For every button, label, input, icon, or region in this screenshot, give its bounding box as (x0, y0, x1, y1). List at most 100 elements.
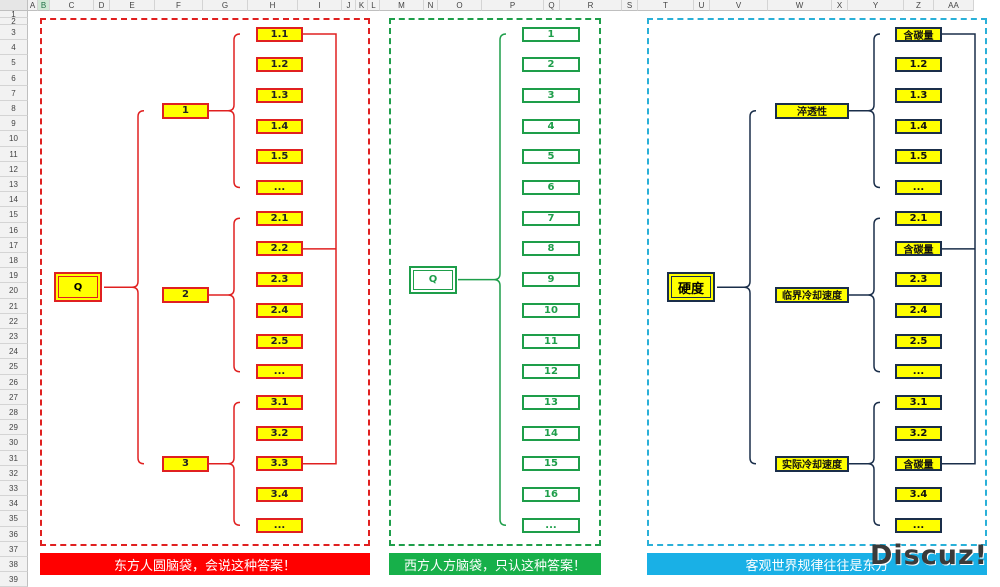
column-header-J[interactable]: J (342, 0, 356, 11)
left-group-1[interactable]: 1 (162, 102, 209, 119)
row-header-36[interactable]: 36 (0, 526, 28, 542)
right-leaf-0-4[interactable]: 1.5 (895, 149, 942, 165)
middle-leaf-0[interactable]: 1 (522, 26, 580, 42)
column-header-R[interactable]: R (560, 0, 622, 11)
row-header-18[interactable]: 18 (0, 253, 28, 269)
right-leaf-2-2[interactable]: 含碳量 (895, 456, 942, 472)
left-root-q[interactable]: Q (54, 272, 102, 303)
left-leaf-2-3[interactable]: 3.4 (256, 487, 303, 502)
right-leaf-1-5[interactable]: ... (895, 364, 942, 380)
row-header-22[interactable]: 22 (0, 313, 28, 329)
right-leaf-1-3[interactable]: 2.4 (895, 302, 942, 318)
middle-leaf-10[interactable]: 11 (522, 333, 580, 349)
row-header-37[interactable]: 37 (0, 541, 28, 557)
column-header-I[interactable]: I (298, 0, 342, 11)
row-header-4[interactable]: 4 (0, 40, 28, 56)
column-header-T[interactable]: T (638, 0, 694, 11)
row-header-8[interactable]: 8 (0, 101, 28, 117)
right-leaf-1-0[interactable]: 2.1 (895, 210, 942, 226)
column-header-V[interactable]: V (710, 0, 768, 11)
right-leaf-2-1[interactable]: 3.2 (895, 425, 942, 441)
column-header-K[interactable]: K (356, 0, 368, 11)
left-leaf-0-0[interactable]: 1.1 (256, 26, 303, 42)
right-leaf-1-1[interactable]: 含碳量 (895, 241, 942, 257)
middle-leaf-2[interactable]: 3 (522, 87, 580, 103)
left-leaf-2-2[interactable]: 3.3 (256, 456, 303, 472)
row-header-24[interactable]: 24 (0, 344, 28, 360)
left-leaf-0-2[interactable]: 1.3 (256, 87, 303, 103)
column-header-M[interactable]: M (380, 0, 424, 11)
row-header-10[interactable]: 10 (0, 131, 28, 147)
column-header-N[interactable]: N (424, 0, 438, 11)
row-header-9[interactable]: 9 (0, 116, 28, 132)
right-root-hardness[interactable]: 硬度 (667, 272, 715, 303)
row-header-27[interactable]: 27 (0, 389, 28, 405)
column-header-Y[interactable]: Y (848, 0, 904, 11)
column-header-C[interactable]: C (50, 0, 94, 11)
row-header-33[interactable]: 33 (0, 481, 28, 497)
row-header-25[interactable]: 25 (0, 359, 28, 375)
column-header-G[interactable]: G (203, 0, 248, 11)
column-header-B[interactable]: B (38, 0, 50, 11)
row-header-29[interactable]: 29 (0, 420, 28, 436)
middle-leaf-12[interactable]: 13 (522, 394, 580, 410)
right-leaf-0-0[interactable]: 含碳量 (895, 26, 942, 42)
row-header-32[interactable]: 32 (0, 465, 28, 481)
column-header-O[interactable]: O (438, 0, 482, 11)
middle-leaf-14[interactable]: 15 (522, 456, 580, 472)
middle-leaf-3[interactable]: 4 (522, 118, 580, 134)
middle-leaf-13[interactable]: 14 (522, 425, 580, 441)
left-group-3[interactable]: 3 (162, 455, 209, 472)
row-header-7[interactable]: 7 (0, 85, 28, 101)
middle-leaf-16[interactable]: ... (522, 517, 580, 533)
column-header-X[interactable]: X (832, 0, 848, 11)
right-leaf-2-3[interactable]: 3.4 (895, 487, 942, 502)
row-header-30[interactable]: 30 (0, 435, 28, 451)
left-leaf-0-4[interactable]: 1.5 (256, 149, 303, 165)
row-header-12[interactable]: 12 (0, 161, 28, 177)
right-leaf-2-0[interactable]: 3.1 (895, 394, 942, 410)
column-header-Z[interactable]: Z (904, 0, 934, 11)
row-header-15[interactable]: 15 (0, 207, 28, 223)
left-group-2[interactable]: 2 (162, 286, 209, 303)
row-header-14[interactable]: 14 (0, 192, 28, 208)
row-header-6[interactable]: 6 (0, 70, 28, 86)
right-leaf-1-2[interactable]: 2.3 (895, 272, 942, 288)
row-header-23[interactable]: 23 (0, 329, 28, 345)
left-leaf-1-1[interactable]: 2.2 (256, 241, 303, 257)
row-header-13[interactable]: 13 (0, 177, 28, 193)
middle-leaf-5[interactable]: 6 (522, 180, 580, 195)
column-header-E[interactable]: E (110, 0, 155, 11)
row-header-3[interactable]: 3 (0, 25, 28, 41)
row-header-2[interactable]: 2 (0, 18, 28, 26)
right-leaf-0-3[interactable]: 1.4 (895, 118, 942, 134)
row-header-1[interactable]: 1 (0, 11, 28, 19)
right-leaf-0-2[interactable]: 1.3 (895, 87, 942, 103)
left-leaf-0-3[interactable]: 1.4 (256, 118, 303, 134)
column-header-H[interactable]: H (248, 0, 298, 11)
left-leaf-0-1[interactable]: 1.2 (256, 57, 303, 73)
left-leaf-1-4[interactable]: 2.5 (256, 333, 303, 349)
right-group-3[interactable]: 实际冷却速度 (775, 455, 849, 472)
right-leaf-1-4[interactable]: 2.5 (895, 333, 942, 349)
middle-leaf-6[interactable]: 7 (522, 210, 580, 226)
row-header-5[interactable]: 5 (0, 55, 28, 71)
middle-leaf-7[interactable]: 8 (522, 241, 580, 257)
row-header-11[interactable]: 11 (0, 146, 28, 162)
right-leaf-0-5[interactable]: ... (895, 180, 942, 195)
column-header-F[interactable]: F (155, 0, 203, 11)
column-header-Q[interactable]: Q (544, 0, 560, 11)
row-header-38[interactable]: 38 (0, 557, 28, 573)
select-all-corner[interactable] (0, 0, 28, 11)
left-leaf-1-0[interactable]: 2.1 (256, 210, 303, 226)
right-group-1[interactable]: 淬透性 (775, 102, 849, 119)
column-header-S[interactable]: S (622, 0, 638, 11)
row-header-35[interactable]: 35 (0, 511, 28, 527)
row-header-20[interactable]: 20 (0, 283, 28, 299)
left-leaf-0-5[interactable]: ... (256, 180, 303, 195)
right-group-2[interactable]: 临界冷却速度 (775, 286, 849, 303)
row-header-16[interactable]: 16 (0, 222, 28, 238)
row-header-21[interactable]: 21 (0, 298, 28, 314)
left-leaf-1-3[interactable]: 2.4 (256, 302, 303, 318)
column-header-AA[interactable]: AA (934, 0, 974, 11)
